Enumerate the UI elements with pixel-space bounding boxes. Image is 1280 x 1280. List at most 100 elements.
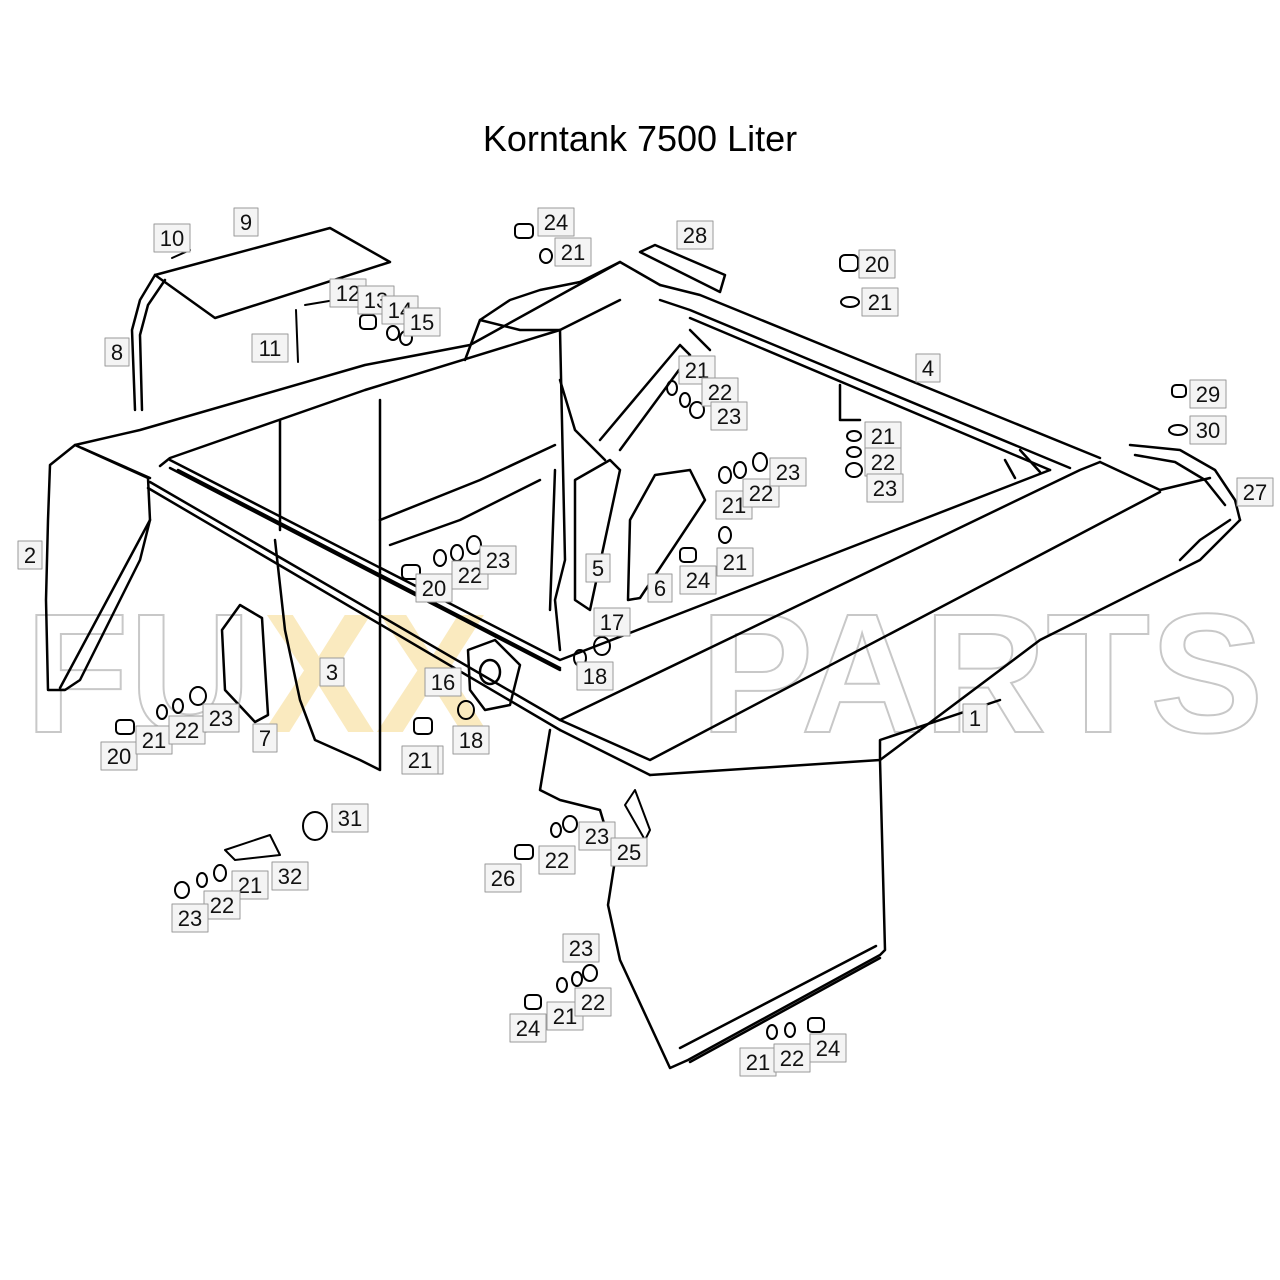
callout-box [701, 377, 739, 407]
callout-number: 26 [491, 866, 515, 891]
callout-22: 22 [864, 447, 902, 477]
callout-box [484, 863, 522, 893]
callout-number: 20 [865, 252, 889, 277]
callout-23: 23 [710, 401, 748, 431]
callout-9: 9 [233, 207, 259, 237]
callout-number: 21 [871, 424, 895, 449]
callout-box [861, 287, 899, 317]
callout-number: 24 [686, 568, 710, 593]
callout-number: 24 [816, 1036, 840, 1061]
callout-23: 23 [171, 903, 209, 933]
callout-box [1189, 379, 1227, 409]
callout-box [647, 573, 673, 603]
callout-box [574, 987, 612, 1017]
callout-number: 28 [683, 223, 707, 248]
callout-17: 17 [593, 607, 631, 637]
callout-number: 21 [746, 1050, 770, 1075]
callout-box [866, 473, 904, 503]
callout-box [104, 337, 130, 367]
callout-23: 23 [578, 821, 616, 851]
callout-21: 21 [864, 421, 902, 451]
callout-box [610, 837, 648, 867]
callout-number: 23 [717, 404, 741, 429]
callout-number: 23 [178, 906, 202, 931]
callout-number: 3 [326, 660, 338, 685]
callout-21: 21 [739, 1047, 777, 1077]
callout-box [538, 845, 576, 875]
callout-box [509, 1013, 547, 1043]
callout-number: 15 [410, 310, 434, 335]
callout-box [585, 553, 611, 583]
page-title: Korntank 7500 Liter [482, 118, 798, 159]
callout-15: 15 [403, 307, 441, 337]
callout-box [537, 207, 575, 237]
callout-box [479, 545, 517, 575]
callout-number: 21 [868, 290, 892, 315]
callout-number: 21 [553, 1004, 577, 1029]
callout-1: 1 [962, 703, 988, 733]
callout-number: 20 [107, 744, 131, 769]
callout-box [251, 333, 289, 363]
callout-box [554, 237, 592, 267]
hardware-bolts [115, 223, 1188, 1040]
callout-23: 23 [479, 545, 517, 575]
callout-20: 20 [415, 573, 453, 603]
callout-number: 11 [259, 336, 282, 361]
callout-box [168, 715, 206, 745]
callout-number: 10 [160, 226, 184, 251]
callout-number: 21 [722, 493, 746, 518]
callout-box [202, 703, 240, 733]
callout-22: 22 [773, 1043, 811, 1073]
callout-number: 30 [1196, 418, 1220, 443]
callout-11: 11 [251, 333, 289, 363]
callout-box [252, 723, 278, 753]
callout-box [233, 207, 259, 237]
callout-number: 21 [561, 240, 585, 265]
callout-21: 21 [554, 237, 592, 267]
callout-25: 25 [610, 837, 648, 867]
callout-16: 16 [424, 667, 462, 697]
callout-box [135, 725, 173, 755]
callout-box [915, 353, 941, 383]
callout-number: 22 [871, 450, 895, 475]
callout-20: 20 [100, 741, 138, 771]
callout-box [153, 223, 191, 253]
callout-number: 12 [336, 281, 360, 306]
callout-box [864, 421, 902, 451]
callout-number: 9 [240, 210, 252, 235]
callout-32: 32 [271, 861, 309, 891]
callout-box [962, 703, 988, 733]
callout-23: 23 [562, 933, 600, 963]
callout-20: 20 [858, 249, 896, 279]
callout-number: 23 [486, 548, 510, 573]
callout-24: 24 [537, 207, 575, 237]
callout-number: 21 [238, 873, 262, 898]
callout-number: 24 [544, 210, 568, 235]
callout-box [773, 1043, 811, 1073]
callout-7: 7 [252, 723, 278, 753]
callout-6: 6 [647, 573, 673, 603]
callout-number: 22 [210, 893, 234, 918]
callout-28: 28 [676, 220, 714, 250]
callout-number: 20 [422, 576, 446, 601]
callout-box [858, 249, 896, 279]
callout-number: 22 [581, 990, 605, 1015]
callout-box [171, 903, 209, 933]
callout-number: 8 [111, 340, 123, 365]
callout-number: 7 [259, 726, 271, 751]
callout-23: 23 [202, 703, 240, 733]
callout-number: 29 [1196, 382, 1220, 407]
callout-number: 31 [338, 806, 362, 831]
callout-box [679, 565, 717, 595]
callout-21: 21 [401, 745, 439, 775]
callout-box [809, 1033, 847, 1063]
callout-number: 25 [617, 840, 641, 865]
callout-23: 23 [866, 473, 904, 503]
callout-box [562, 933, 600, 963]
grain-tank-frame [44, 226, 1242, 1070]
callout-number: 22 [780, 1046, 804, 1071]
callout-24: 24 [809, 1033, 847, 1063]
callout-24: 24 [509, 1013, 547, 1043]
